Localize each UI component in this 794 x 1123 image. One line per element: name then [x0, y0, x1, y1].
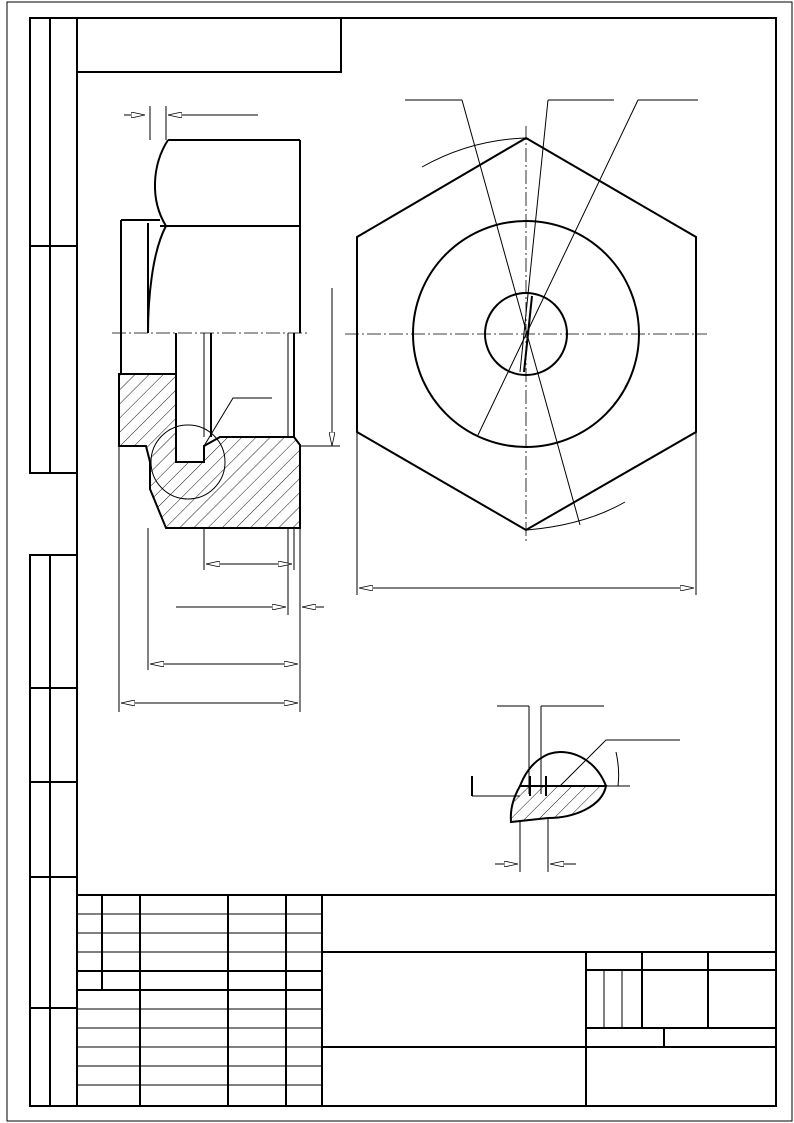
inner-frame	[76, 17, 777, 1107]
side-view-hexagon	[345, 99, 707, 595]
sheet-frame	[6, 1, 793, 1122]
sheet-trim-border	[6, 1, 793, 1122]
detail-hatch	[509, 785, 608, 824]
detail-leader	[203, 397, 272, 447]
front-view	[112, 106, 340, 712]
section-hatch-flange	[118, 373, 301, 529]
designation-box-top	[76, 17, 342, 73]
title-block	[76, 894, 777, 1107]
detail-view	[471, 705, 680, 872]
left-strip-bottom	[29, 554, 51, 1107]
detail-callout-circle	[150, 424, 226, 500]
